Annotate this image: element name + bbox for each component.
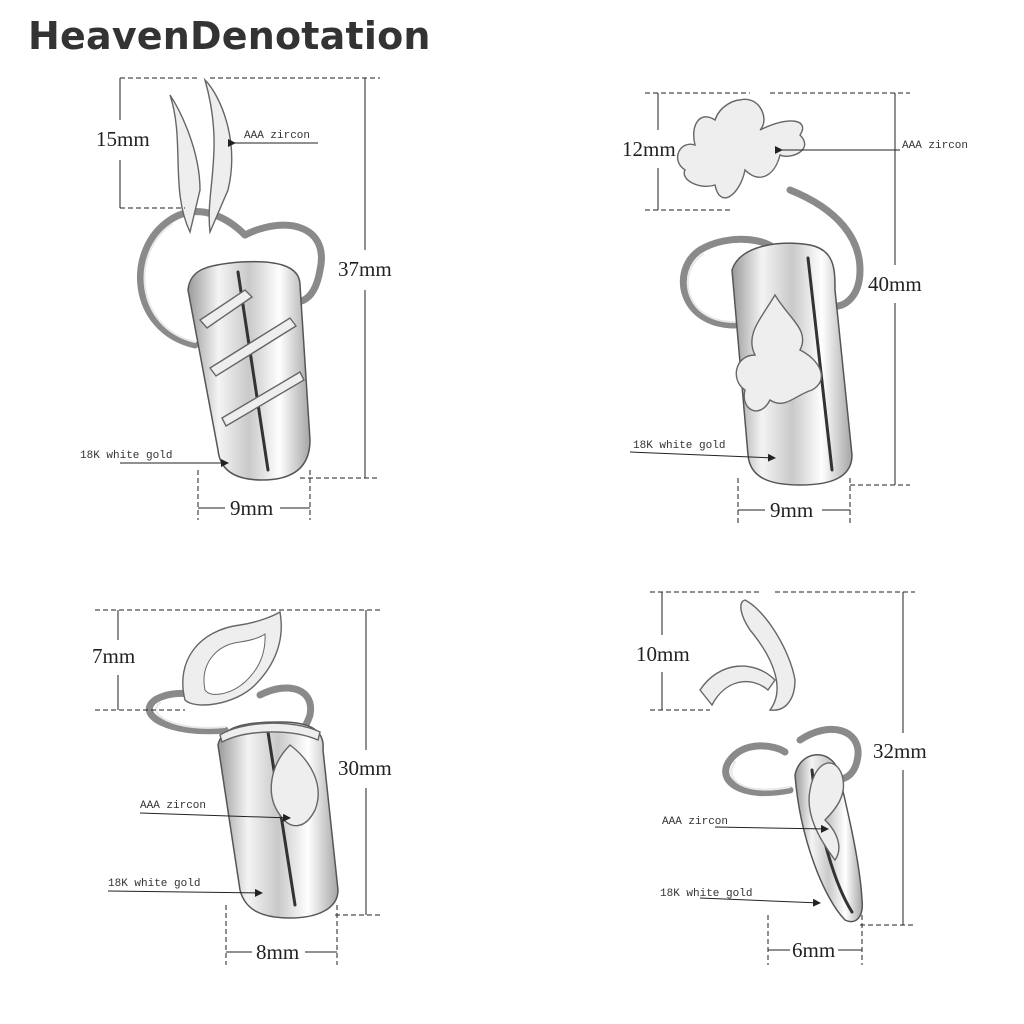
- ring-1-height: 37mm: [338, 257, 392, 281]
- ring-1: 15mm 37mm 9mm AAA zircon 18K white gold: [80, 77, 392, 520]
- ring-3-dimension-lines: [95, 609, 380, 965]
- ring-1-gold-label: 18K white gold: [80, 450, 172, 462]
- ring-4-top-size: 10mm: [636, 642, 690, 666]
- ring-2-illustration: [676, 98, 864, 486]
- ring-3-illustration: [145, 610, 339, 919]
- ring-2-top-size: 12mm: [622, 137, 676, 161]
- ring-4-height: 32mm: [873, 739, 927, 763]
- ring-4-illustration: [699, 599, 864, 923]
- ring-4-width: 6mm: [792, 938, 835, 962]
- ring-3-zircon-label: AAA zircon: [140, 800, 206, 812]
- ring-3-gold-label: 18K white gold: [108, 878, 200, 890]
- ring-1-illustration: [137, 77, 325, 481]
- ring-2-dimension-lines: [629, 92, 910, 525]
- ring-3-height: 30mm: [338, 756, 392, 780]
- ring-4-dimension-lines: [650, 591, 915, 965]
- ring-1-dimension-lines: [119, 77, 380, 520]
- ring-4-gold-label: 18K white gold: [660, 888, 752, 900]
- brand-watermark: HeavenDenotation: [28, 14, 431, 58]
- ring-2: 12mm 40mm 9mm AAA zircon 18K white gold: [622, 92, 968, 525]
- ring-1-top-size: 15mm: [96, 127, 150, 151]
- ring-3-top-size: 7mm: [92, 644, 135, 668]
- ring-1-zircon-label: AAA zircon: [244, 130, 310, 142]
- ring-2-width: 9mm: [770, 498, 813, 522]
- ring-2-zircon-label: AAA zircon: [902, 140, 968, 152]
- ring-2-gold-label: 18K white gold: [633, 440, 725, 452]
- ring-3-width: 8mm: [256, 940, 299, 964]
- ring-4: 10mm 32mm 6mm AAA zircon 18K white gold: [636, 591, 927, 965]
- ring-3: 7mm 30mm 8mm AAA zircon 18K white gold: [92, 609, 392, 965]
- ring-2-height: 40mm: [868, 272, 922, 296]
- ring-4-zircon-label: AAA zircon: [662, 816, 728, 828]
- ring-1-width: 9mm: [230, 496, 273, 520]
